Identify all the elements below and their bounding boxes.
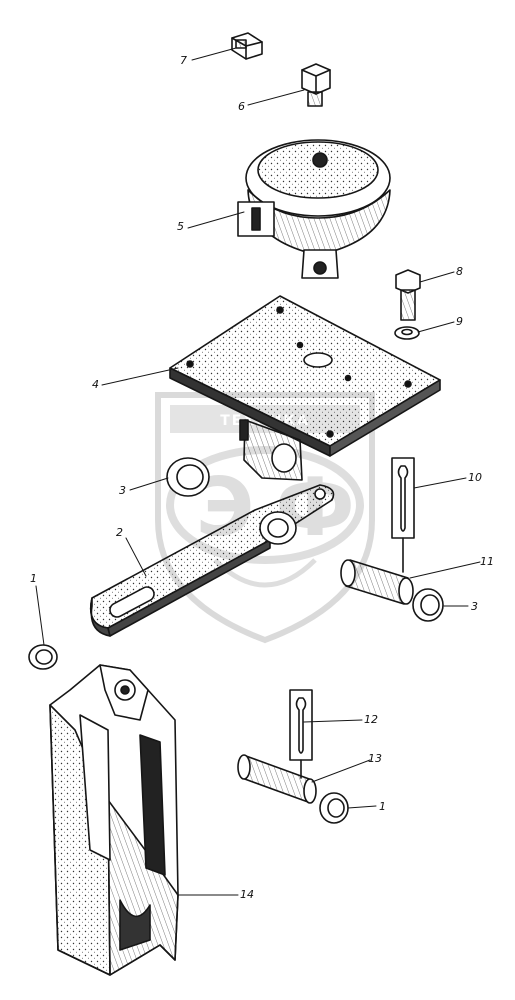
part-2-lever bbox=[89, 484, 335, 637]
leader-lines bbox=[35, 47, 481, 896]
part-12-cotter-pin bbox=[289, 689, 313, 779]
callout-3-lower: 3 bbox=[471, 600, 478, 613]
part-7-fitting bbox=[231, 32, 263, 60]
callout-4: 4 bbox=[92, 378, 99, 391]
part-14-fork-bracket bbox=[49, 664, 179, 976]
callout-10: 10 bbox=[468, 471, 482, 484]
part-1-ring-lower bbox=[319, 792, 349, 824]
part-4-mounting-plate bbox=[169, 295, 441, 481]
callout-labels: 7 6 5 8 9 4 3 2 10 11 3 1 12 13 1 14 bbox=[30, 54, 494, 901]
part-9-washer bbox=[394, 326, 420, 340]
callout-13: 13 bbox=[368, 752, 382, 765]
part-3-ring-lower bbox=[412, 588, 444, 622]
callout-7: 7 bbox=[180, 54, 187, 67]
part-13-pin bbox=[237, 754, 317, 804]
part-5-diaphragm-housing bbox=[237, 139, 391, 279]
part-11-pin bbox=[340, 559, 414, 605]
part-3-bushing-upper bbox=[166, 457, 210, 497]
callout-1-upper: 1 bbox=[30, 572, 37, 585]
callout-11: 11 bbox=[480, 555, 494, 568]
part-8-bolt bbox=[395, 269, 421, 321]
callout-8: 8 bbox=[456, 265, 463, 278]
callout-12: 12 bbox=[364, 713, 378, 726]
part-10-cotter-pin bbox=[391, 457, 415, 573]
part-1-ring-upper bbox=[28, 644, 58, 670]
callout-14: 14 bbox=[240, 888, 254, 901]
callout-1-lower: 1 bbox=[379, 800, 386, 813]
callout-5: 5 bbox=[177, 220, 184, 233]
callout-2: 2 bbox=[116, 526, 123, 539]
callout-3-upper: 3 bbox=[119, 484, 126, 497]
part-6-hex-adapter bbox=[301, 63, 331, 107]
callout-9: 9 bbox=[456, 315, 463, 328]
callout-6: 6 bbox=[238, 100, 245, 113]
